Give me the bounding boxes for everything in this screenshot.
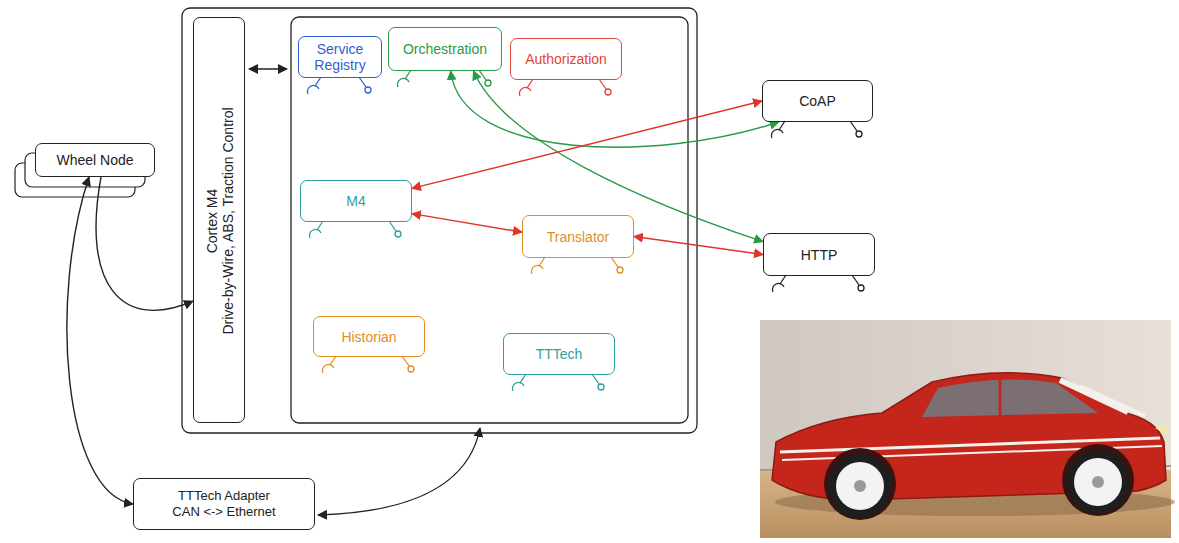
node-label: Wheel Node: [56, 152, 133, 168]
interface-symbol: [511, 79, 623, 101]
node-label: CoAP: [799, 93, 836, 109]
node-label: Translator: [547, 229, 610, 245]
connector-arrow: [96, 177, 193, 310]
node-label: TTTech Adapter CAN <-> Ethernet: [167, 488, 282, 520]
protocol-box: CoAP: [762, 80, 873, 122]
node-label: Authorization: [525, 51, 607, 67]
interface-symbol: [764, 275, 876, 297]
node-label: HTTP: [801, 247, 838, 263]
service-box: Translator: [522, 215, 634, 258]
interface-symbol: [389, 70, 503, 92]
interface-symbol: [763, 121, 874, 143]
protocol-box: HTTP: [763, 233, 875, 276]
node-sublabel: Drive-by-Wire, ABS, Traction Control: [220, 18, 236, 424]
service-box: Authorization: [510, 38, 622, 80]
node-label: TTTech: [536, 346, 583, 362]
outer-housing: [182, 8, 697, 433]
interface-symbol: [523, 257, 635, 279]
connector-arrow: [412, 214, 522, 233]
bus-wire: [249, 68, 287, 69]
connector-arrow: [67, 177, 133, 504]
interface-symbol: [504, 374, 616, 396]
interface-symbol: [299, 77, 383, 99]
service-box: TTTech: [503, 333, 615, 375]
service-box: Historian: [313, 316, 425, 357]
controller-box: Cortex M4Drive-by-Wire, ABS, Traction Co…: [193, 17, 245, 423]
connector-arrow: [412, 101, 762, 188]
service-box: Orchestration: [388, 27, 502, 71]
interface-symbol: [314, 356, 426, 378]
device-box: Wheel Node: [35, 143, 155, 177]
inner-platform: [291, 17, 688, 423]
service-box: Service Registry: [298, 36, 382, 78]
node-label: Service Registry: [303, 41, 377, 73]
rotated-label-group: Cortex M4Drive-by-Wire, ABS, Traction Co…: [204, 18, 236, 424]
ethernet-wire: [318, 428, 480, 515]
node-label: Cortex M4: [204, 18, 220, 424]
service-box: M4: [300, 180, 412, 222]
connector-arrow: [634, 237, 763, 255]
node-label: Historian: [341, 329, 396, 345]
node-label: Orchestration: [403, 41, 487, 57]
node-label: M4: [346, 193, 365, 209]
car-photo: [760, 320, 1175, 538]
interface-symbol: [301, 221, 413, 243]
adapter-box: TTTech Adapter CAN <-> Ethernet: [133, 478, 315, 530]
